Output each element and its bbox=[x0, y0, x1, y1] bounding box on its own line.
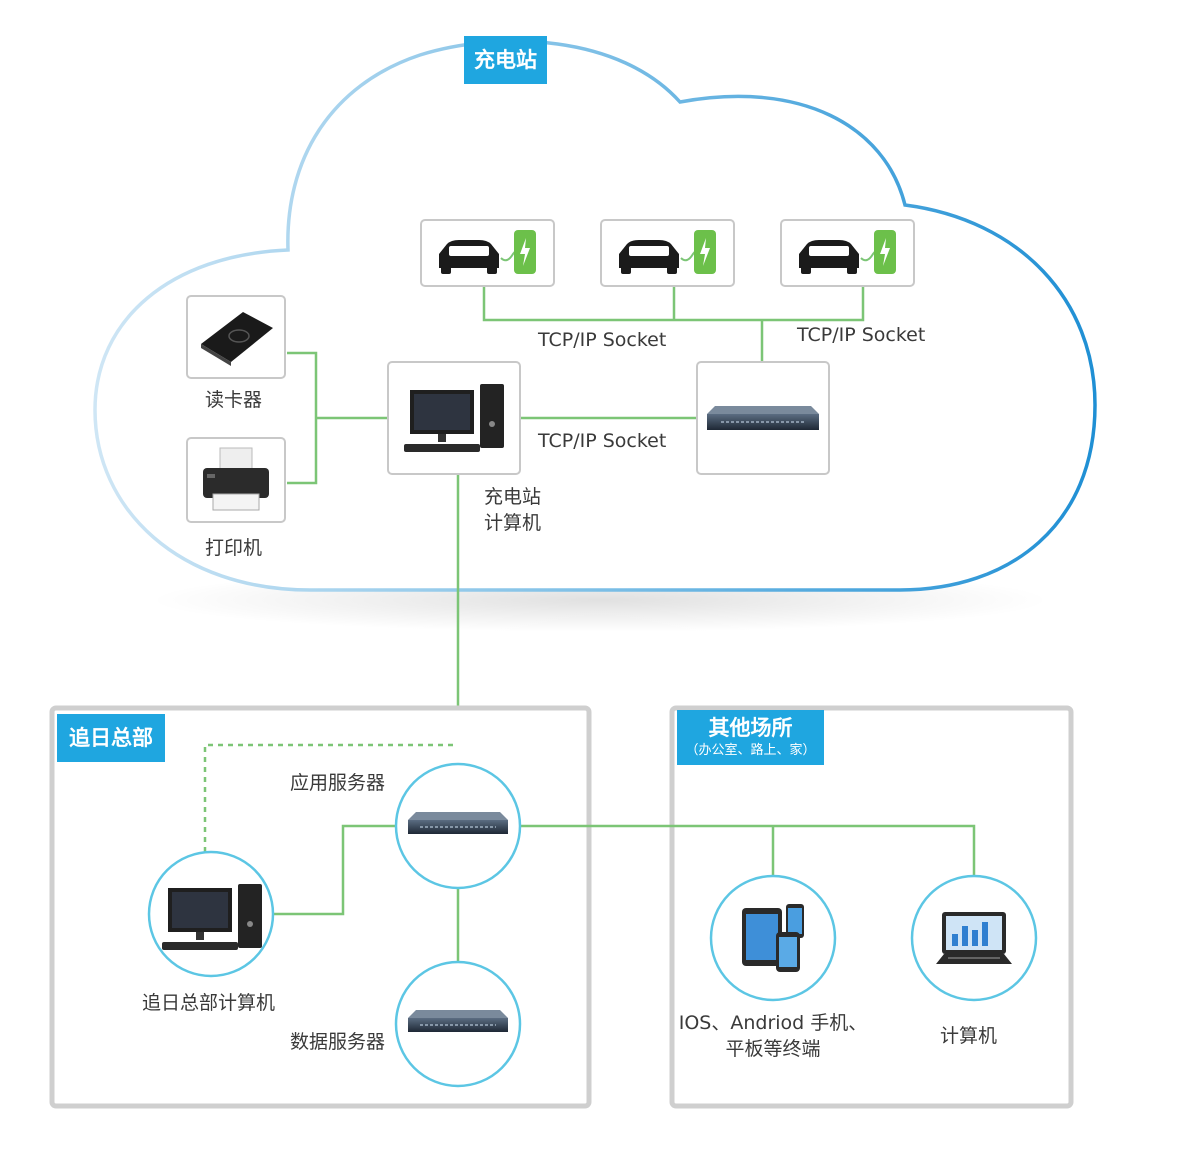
other-computer-label: 计算机 bbox=[940, 1025, 998, 1047]
station-computer-box bbox=[387, 361, 521, 475]
car-icon bbox=[439, 240, 499, 274]
station-computer-label-1: 充电站 bbox=[484, 486, 542, 508]
desktop-computer-icon bbox=[162, 884, 262, 950]
charger-box-1 bbox=[420, 219, 555, 287]
printer-box bbox=[186, 437, 286, 523]
charger-box-3 bbox=[780, 219, 915, 287]
other-computer-node bbox=[910, 874, 1038, 1002]
printer-label: 打印机 bbox=[205, 537, 263, 559]
station-title: 充电站 bbox=[474, 48, 537, 72]
mobile-label-1: IOS、Andriod 手机、 bbox=[678, 1012, 868, 1034]
switch-box bbox=[696, 361, 830, 475]
card-reader-icon bbox=[201, 312, 273, 366]
db-server-node bbox=[394, 960, 522, 1088]
station-title-tag: 充电站 bbox=[464, 36, 547, 84]
printer-icon bbox=[203, 447, 269, 511]
app-server-label: 应用服务器 bbox=[290, 772, 386, 794]
server-icon bbox=[408, 812, 508, 834]
cloud-outline bbox=[93, 39, 1097, 592]
hq-links bbox=[203, 743, 976, 962]
other-title-tag: 其他场所 （办公室、路上、家） bbox=[677, 710, 824, 765]
charging-pile-icon bbox=[874, 230, 896, 274]
charging-pile-icon bbox=[514, 230, 536, 274]
card-reader-box bbox=[186, 295, 286, 379]
car-icon bbox=[799, 240, 859, 274]
hq-title: 追日总部 bbox=[69, 726, 153, 750]
hq-title-tag: 追日总部 bbox=[57, 714, 165, 762]
db-server-label: 数据服务器 bbox=[290, 1031, 386, 1053]
card-reader-label: 读卡器 bbox=[205, 389, 263, 411]
charging-pile-icon bbox=[694, 230, 716, 274]
socket-label-3: TCP/IP Socket bbox=[538, 430, 667, 452]
car-icon bbox=[619, 240, 679, 274]
charger-box-2 bbox=[600, 219, 735, 287]
server-icon bbox=[408, 1010, 508, 1032]
station-computer-label-2: 计算机 bbox=[484, 512, 542, 534]
socket-label-2: TCP/IP Socket bbox=[797, 324, 926, 346]
desktop-computer-icon bbox=[404, 384, 504, 452]
tablet-phone-icon bbox=[742, 904, 804, 972]
mobile-node bbox=[709, 874, 837, 1002]
socket-label-1: TCP/IP Socket bbox=[538, 329, 667, 351]
switch-icon bbox=[707, 406, 819, 430]
other-subtitle: （办公室、路上、家） bbox=[685, 743, 816, 758]
app-server-node bbox=[394, 762, 522, 890]
other-panel bbox=[669, 705, 1074, 1109]
mobile-label-2: 平板等终端 bbox=[725, 1038, 821, 1060]
hq-computer-node bbox=[147, 850, 275, 978]
other-title: 其他场所 bbox=[708, 716, 793, 740]
hq-computer-label: 追日总部计算机 bbox=[142, 992, 276, 1014]
laptop-icon bbox=[936, 912, 1012, 964]
